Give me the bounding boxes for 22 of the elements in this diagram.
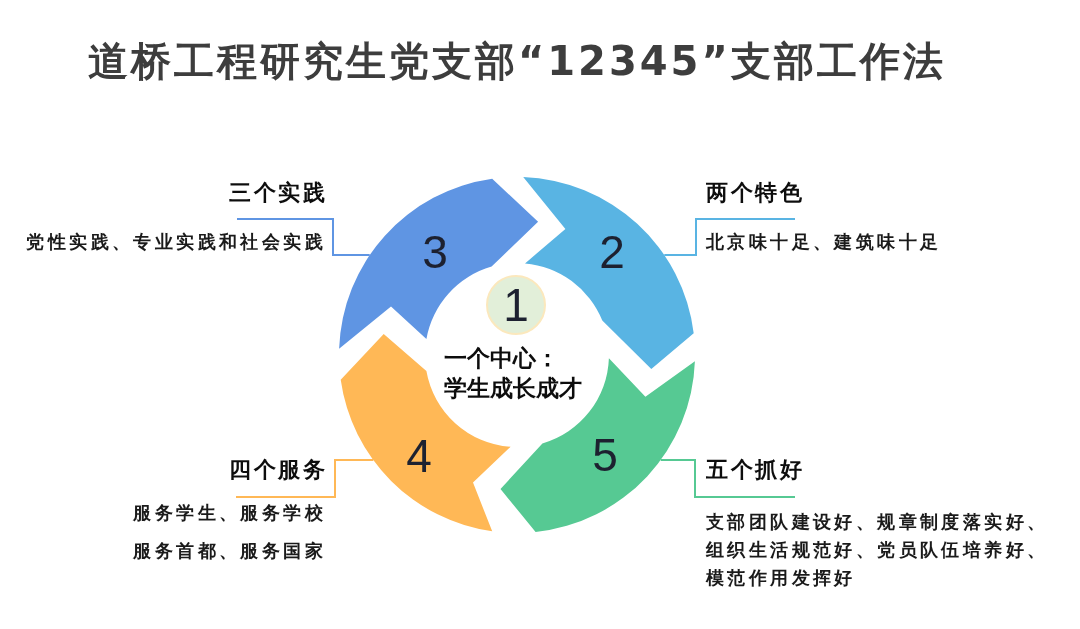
section-text: 支部团队建设好、规章制度落实好、组织生活规范好、党员队伍培养好、模范作用发挥好 [706,510,1050,590]
leader-line [236,218,371,256]
section-heading: 五个抓好 [706,457,804,483]
step-number: 1 [502,279,530,331]
section-text: 北京味十足、建筑味十足 [706,231,942,253]
step-number: 3 [421,226,449,278]
step-number: 5 [591,429,619,481]
caption-text: 一个中心： [444,344,559,372]
caption-text: 学生成长成才 [444,374,582,402]
step-number: 2 [598,226,626,278]
section-text: 党性实践、专业实践和社会实践 [26,231,326,253]
section-heading: 三个实践 [229,180,327,206]
title: 道桥工程研究生党支部“12345”支部工作法 [88,37,946,86]
section-text: 服务学生、服务学校 [133,502,326,524]
leader-line [663,218,796,256]
step-number: 4 [405,430,433,482]
section-text: 服务首都、服务国家 [133,540,326,562]
section-heading: 两个特色 [706,180,804,206]
section-heading: 四个服务 [229,457,327,483]
leader-line [235,459,375,498]
number-circle [486,275,546,335]
leader-line [659,459,796,498]
